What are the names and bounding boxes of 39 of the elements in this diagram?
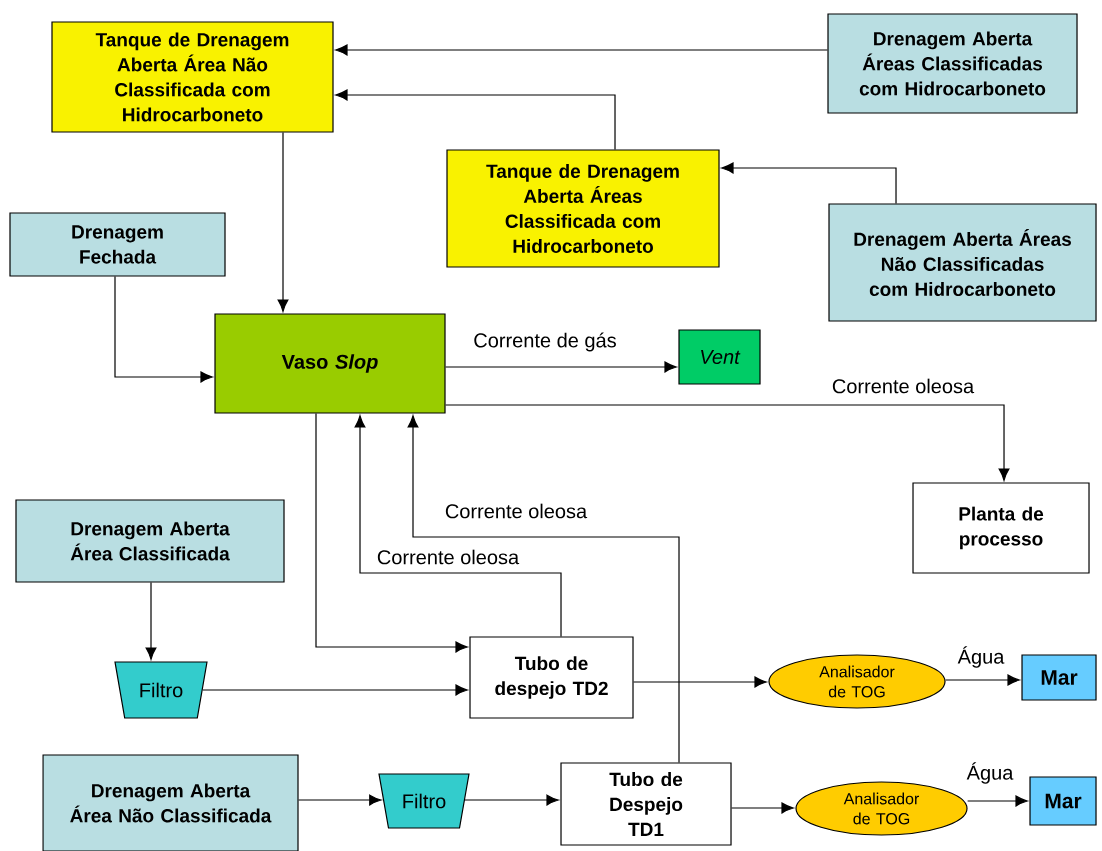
arrow (445, 361, 677, 373)
arrow (354, 415, 562, 637)
arrow (114, 276, 213, 383)
drain-box: Drenagem Fechada (9, 212, 226, 277)
drain-box: Drenagem Aberta Áreas Classificadas com Hidrocarboneto (827, 13, 1078, 114)
arrow (731, 802, 794, 814)
edge-label: Corrente oleosa (829, 376, 977, 396)
arrow (445, 404, 1010, 481)
arrow (145, 582, 157, 660)
edge-label: Corrente oleosa (442, 501, 590, 521)
arrow (277, 132, 289, 312)
arrow (633, 676, 767, 688)
arrow (464, 794, 559, 806)
arrow (298, 794, 382, 806)
tank-box: Tanque de Drenagem Aberta Área Não Classificada com Hidrocarboneto (51, 21, 334, 133)
arrow (945, 674, 1020, 686)
arrow (967, 795, 1028, 807)
arrow (335, 44, 828, 56)
filter-trapezoid: Filtro (378, 773, 470, 829)
drain-box: Drenagem Aberta Área Classificada (15, 499, 285, 583)
sea-box: Mar (1029, 776, 1097, 826)
drain-box: Drenagem Aberta Áreas Não Classificadas com Hidrocarboneto (828, 203, 1097, 322)
vent-box: Vent (678, 329, 761, 385)
sea-box: Mar (1021, 654, 1097, 701)
edge-label: Corrente oleosa (374, 547, 522, 567)
process-box: Planta de processo (912, 482, 1090, 574)
arrow (315, 413, 468, 653)
edge-label: Água (955, 644, 1007, 670)
arrow (721, 162, 897, 204)
vessel-box: Vaso Slop (214, 313, 446, 414)
process-box: Tubo de Despejo TD1 (560, 762, 732, 846)
process-box: Tubo de despejo TD2 (469, 636, 634, 719)
filter-trapezoid: Filtro (114, 661, 208, 719)
edge-label: Corrente de gás (471, 330, 619, 354)
tank-box: Tanque de Drenagem Aberta Áreas Classificada com Hidrocarboneto (446, 149, 720, 268)
arrow (335, 89, 616, 150)
drain-box: Drenagem Aberta Área Não Classificada (42, 754, 299, 851)
arrow (202, 684, 468, 696)
arrow (407, 415, 680, 763)
